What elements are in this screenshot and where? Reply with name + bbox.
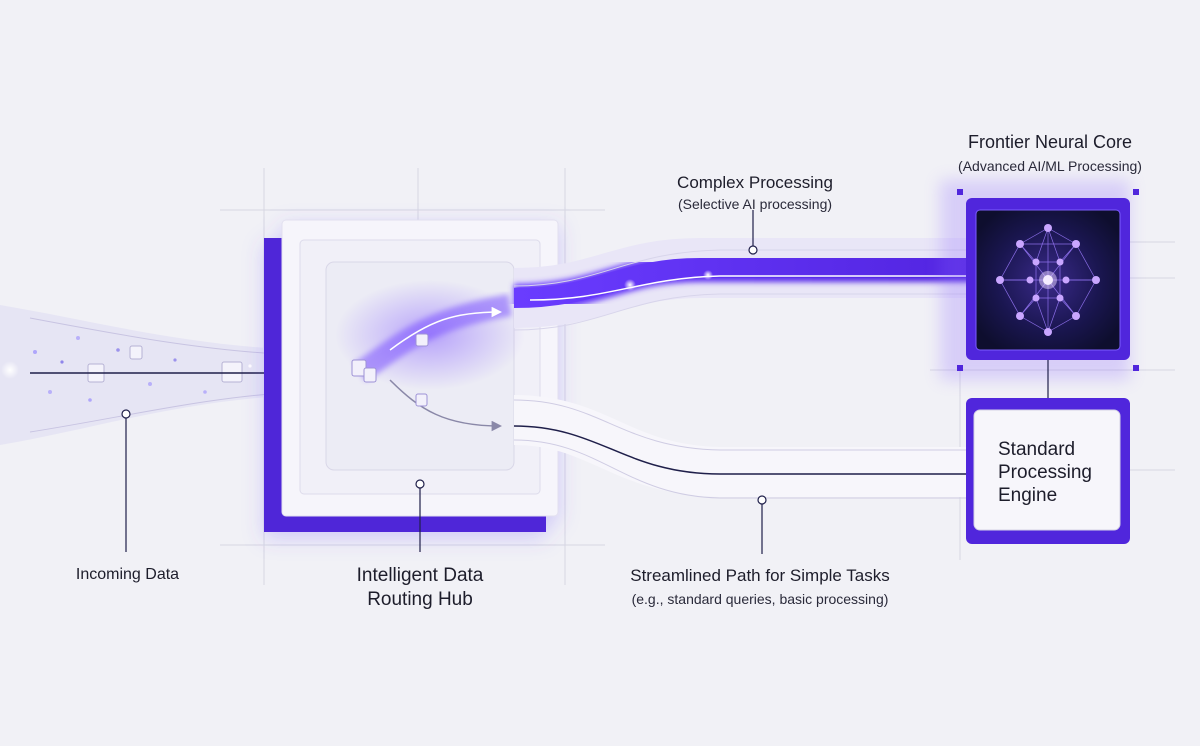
standard-engine-line1: Standard [998, 439, 1076, 460]
streamlined-path-subtitle: (e.g., standard queries, basic processin… [631, 591, 889, 607]
streamlined-path-label: Streamlined Path for Simple Tasks (e.g.,… [560, 566, 960, 607]
routing-hub-title-line2: Routing Hub [367, 589, 473, 610]
routing-hub-label: Intelligent Data Routing Hub [320, 564, 520, 612]
callouts [121, 409, 425, 552]
incoming-data-title: Incoming Data [75, 566, 180, 583]
complex-processing-subtitle: (Selective AI processing) [677, 196, 833, 212]
selection-handles [957, 189, 1139, 371]
incoming-stream [0, 305, 315, 445]
frontier-core [940, 180, 1139, 400]
standard-engine-line2: Processing [998, 462, 1092, 483]
frontier-core-subtitle: (Advanced AI/ML Processing) [958, 158, 1142, 174]
complex-processing-title: Complex Processing [677, 173, 833, 192]
frontier-core-label: Frontier Neural Core (Advanced AI/ML Pro… [915, 132, 1185, 174]
hub-core [335, 280, 525, 432]
complex-processing-label: Complex Processing (Selective AI process… [630, 173, 880, 212]
standard-engine-label: Standard Processing Engine [998, 438, 1113, 507]
streamlined-path-title: Streamlined Path for Simple Tasks [630, 566, 890, 585]
complex-channel [513, 210, 978, 331]
streamlined-channel [513, 395, 978, 554]
standard-engine-line3: Engine [998, 485, 1058, 506]
routing-hub-title-line1: Intelligent Data [356, 565, 484, 586]
incoming-data-label: Incoming Data [40, 566, 215, 584]
standard-engine [966, 398, 1130, 544]
frontier-core-title: Frontier Neural Core [967, 132, 1133, 152]
document-icon [351, 333, 429, 407]
